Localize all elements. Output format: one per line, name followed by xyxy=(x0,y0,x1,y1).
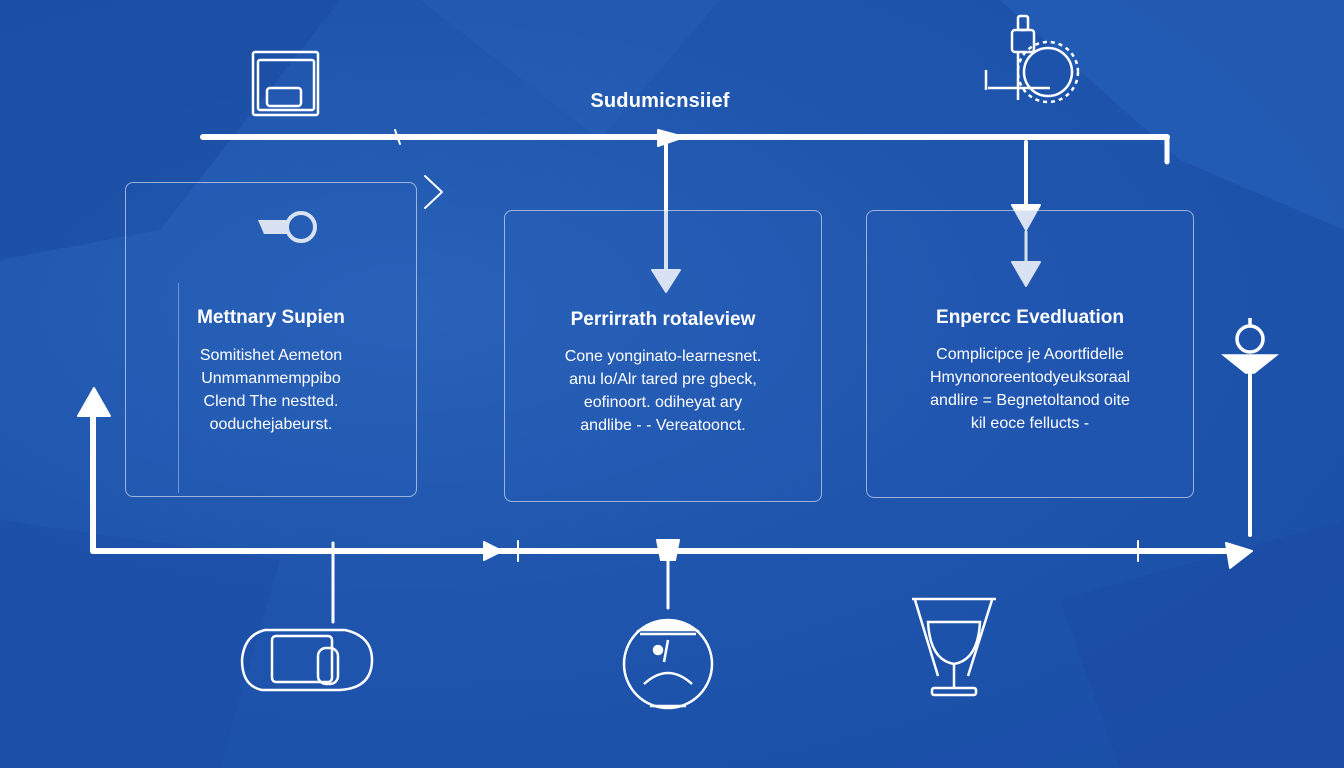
card-line: Cone yonginato-learnesnet. xyxy=(564,348,762,365)
bottom-rail-node xyxy=(656,539,680,561)
goblet-icon xyxy=(912,597,996,697)
chevron-right-icon xyxy=(424,175,443,209)
card-line: Unmmanmemppibo xyxy=(201,370,341,387)
card-line: kil eoce fellucts - xyxy=(970,415,1090,432)
diagram-title: Sudumicnsiief xyxy=(590,90,730,112)
card-body: Complicipce je Aoortfidelle Hmynonoreent… xyxy=(867,343,1193,435)
globe-bowl-icon xyxy=(622,618,714,710)
bottom-rail-arrow xyxy=(483,541,503,561)
card-body: Cone yonginato-learnesnet. anu lo/Alr ta… xyxy=(505,345,821,437)
arrow-up-icon xyxy=(77,387,111,417)
lightbulb-node-icon xyxy=(1221,318,1279,374)
card-line: anu lo/Alr tared pre gbeck, xyxy=(569,371,757,388)
card-line: andlibe - - Vereatoonct. xyxy=(580,417,746,434)
bottom-right-arrow xyxy=(1225,542,1253,569)
top-rail-tick xyxy=(394,129,401,145)
folder-icon xyxy=(251,50,320,117)
card-mettnary-supien[interactable]: Mettnary Supien Somitishet Aemeton Unmma… xyxy=(125,182,417,497)
card-line: andlire = Begnetoltanod oite xyxy=(930,392,1130,409)
card-line: Complicipce je Aoortfidelle xyxy=(936,346,1124,363)
card-title: Perrirrath rotaleview xyxy=(570,309,756,330)
card-divider xyxy=(178,283,179,493)
card-line: eofinoort. odiheyat ary xyxy=(583,394,743,411)
arrow-down-marker-icon xyxy=(651,269,681,293)
card-line: Hmynonoreentodyeuksoraal xyxy=(929,369,1131,386)
top-rail-node xyxy=(657,129,685,147)
card-perrirrath-rotaleview[interactable]: Perrirrath rotaleview Cone yonginato-lea… xyxy=(504,210,822,502)
machine-gear-icon xyxy=(984,14,1080,104)
card-body: Somitishet Aemeton Unmmanmemppibo Clend … xyxy=(126,344,416,436)
card-line: ooduchejabeurst. xyxy=(209,416,333,433)
key-icon xyxy=(258,211,317,243)
card-title: Mettnary Supien xyxy=(197,307,345,328)
card-enpercc-evedluation[interactable]: Enpercc Evedluation Complicipce je Aoort… xyxy=(866,210,1194,498)
card-line: Somitishet Aemeton xyxy=(199,347,343,364)
cloud-box-icon xyxy=(240,628,374,692)
card-title: Enpercc Evedluation xyxy=(936,307,1124,328)
card-line: Clend The nestted. xyxy=(203,393,339,410)
double-arrow-down-icon xyxy=(1011,204,1041,231)
